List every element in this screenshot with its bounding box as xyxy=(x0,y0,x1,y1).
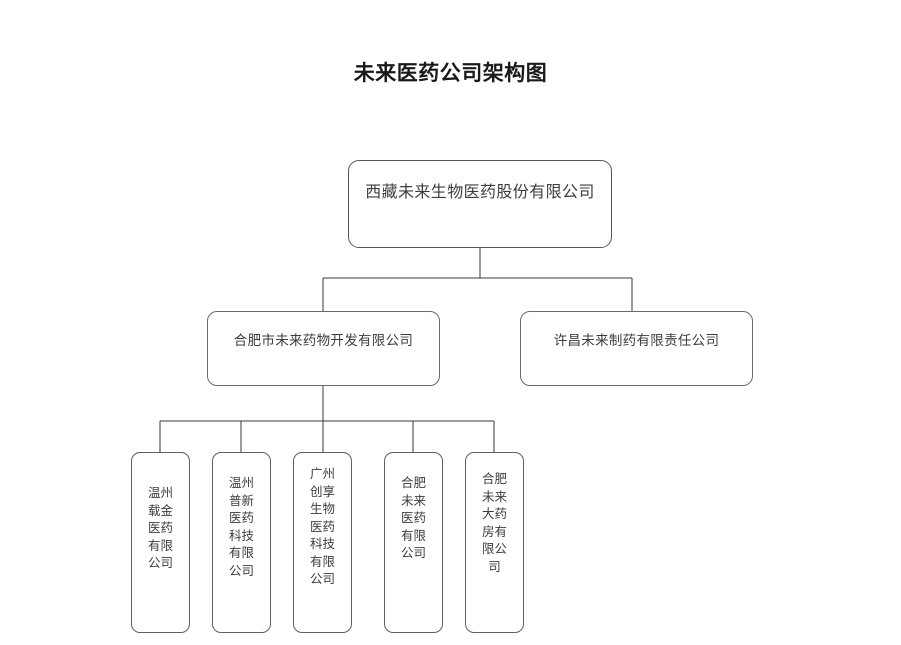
org-node-label: 温州普新医药科技有限公司 xyxy=(228,476,254,578)
org-node-hefei-weilai[interactable]: 合肥未来医药有限公司 xyxy=(384,452,443,633)
org-node-guangzhou-chuangxiang[interactable]: 广州创享生物医药科技有限公司 xyxy=(293,452,352,633)
org-node-label: 温州载金医药有限公司 xyxy=(147,486,173,570)
org-node-label: 合肥未来大药房有限公司 xyxy=(481,472,507,574)
org-node-label: 西藏未来生物医药股份有限公司 xyxy=(365,184,595,201)
org-node-hefei-dayaofang[interactable]: 合肥未来大药房有限公司 xyxy=(465,452,524,633)
org-node-label: 合肥未来医药有限公司 xyxy=(400,476,426,560)
org-node-root[interactable]: 西藏未来生物医药股份有限公司 xyxy=(348,160,612,248)
org-node-wenzhou-puxin[interactable]: 温州普新医药科技有限公司 xyxy=(212,452,271,633)
org-node-wenzhou-zaijin[interactable]: 温州载金医药有限公司 xyxy=(131,452,190,633)
org-node-label: 合肥市未来药物开发有限公司 xyxy=(233,333,414,348)
page-title: 未来医药公司架构图 xyxy=(353,62,548,85)
org-node-label: 广州创享生物医药科技有限公司 xyxy=(309,467,335,586)
org-node-label: 许昌未来制药有限责任公司 xyxy=(553,333,720,348)
org-node-hefei-dev[interactable]: 合肥市未来药物开发有限公司 xyxy=(207,311,440,386)
org-node-xuchang[interactable]: 许昌未来制药有限责任公司 xyxy=(520,311,753,386)
